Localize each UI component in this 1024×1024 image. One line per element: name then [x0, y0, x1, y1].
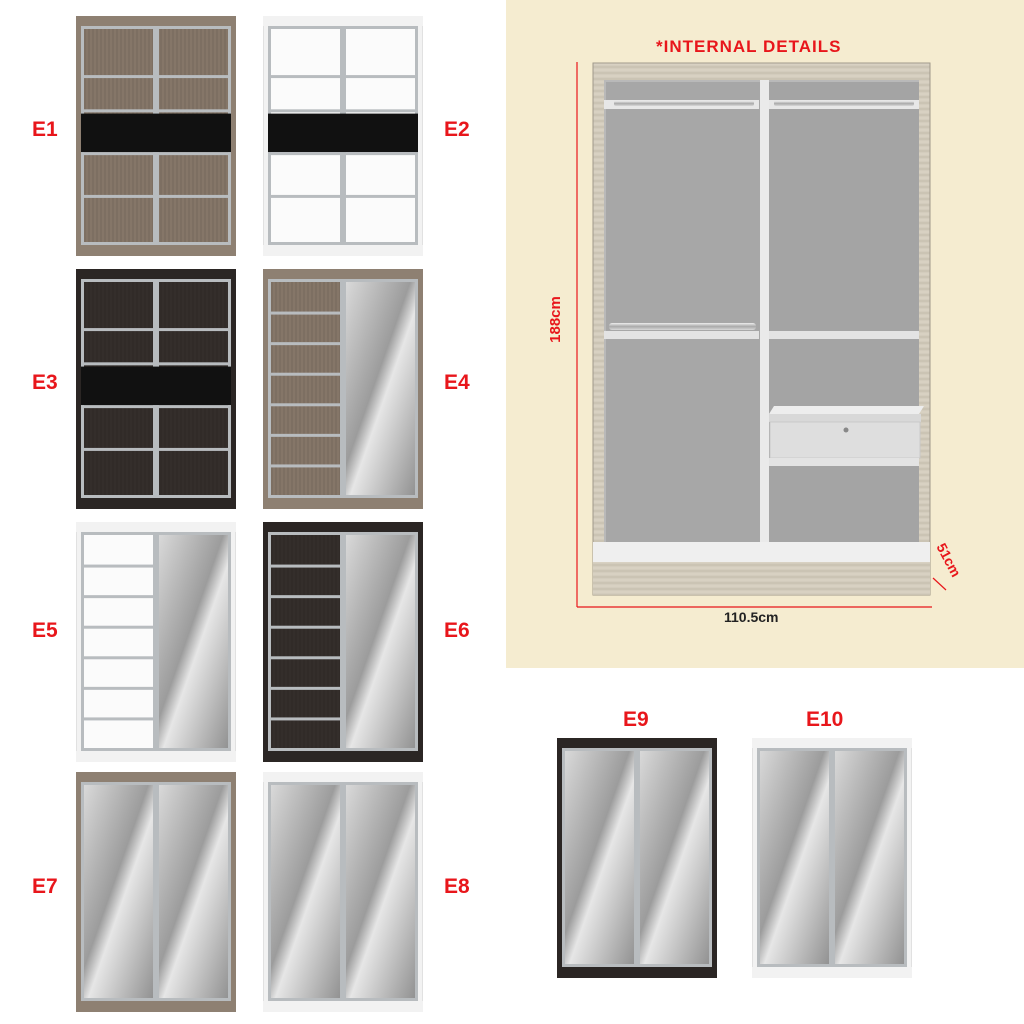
label-e1: E1 — [32, 118, 58, 141]
wardrobe-e7-image[interactable] — [76, 772, 236, 1012]
label-e10: E10 — [806, 708, 844, 731]
wardrobe-interior-drawing — [576, 62, 947, 608]
label-e8: E8 — [444, 875, 470, 898]
internal-details-title: *INTERNAL DETAILS — [656, 37, 842, 56]
wardrobe-e9-image[interactable] — [557, 738, 717, 978]
internal-details-panel: *INTERNAL DETAILS 188cm 110.5cm 51cm — [506, 0, 1024, 668]
wardrobe-e3-image[interactable] — [76, 269, 236, 509]
label-e3: E3 — [32, 371, 58, 394]
label-e5: E5 — [32, 619, 58, 642]
width-dimension-label: 110.5cm — [724, 609, 779, 625]
dimension-lines — [576, 62, 947, 608]
wardrobe-e10-image[interactable] — [752, 738, 912, 978]
label-e4: E4 — [444, 371, 470, 394]
wardrobe-e4-image[interactable] — [263, 269, 423, 509]
wardrobe-e8-image[interactable] — [263, 772, 423, 1012]
label-e9: E9 — [623, 708, 649, 731]
wardrobe-e1-image[interactable] — [76, 16, 236, 256]
label-e6: E6 — [444, 619, 470, 642]
label-e2: E2 — [444, 118, 470, 141]
wardrobe-e2-image[interactable] — [263, 16, 423, 256]
label-e7: E7 — [32, 875, 58, 898]
wardrobe-e6-image[interactable] — [263, 522, 423, 762]
wardrobe-e5-image[interactable] — [76, 522, 236, 762]
